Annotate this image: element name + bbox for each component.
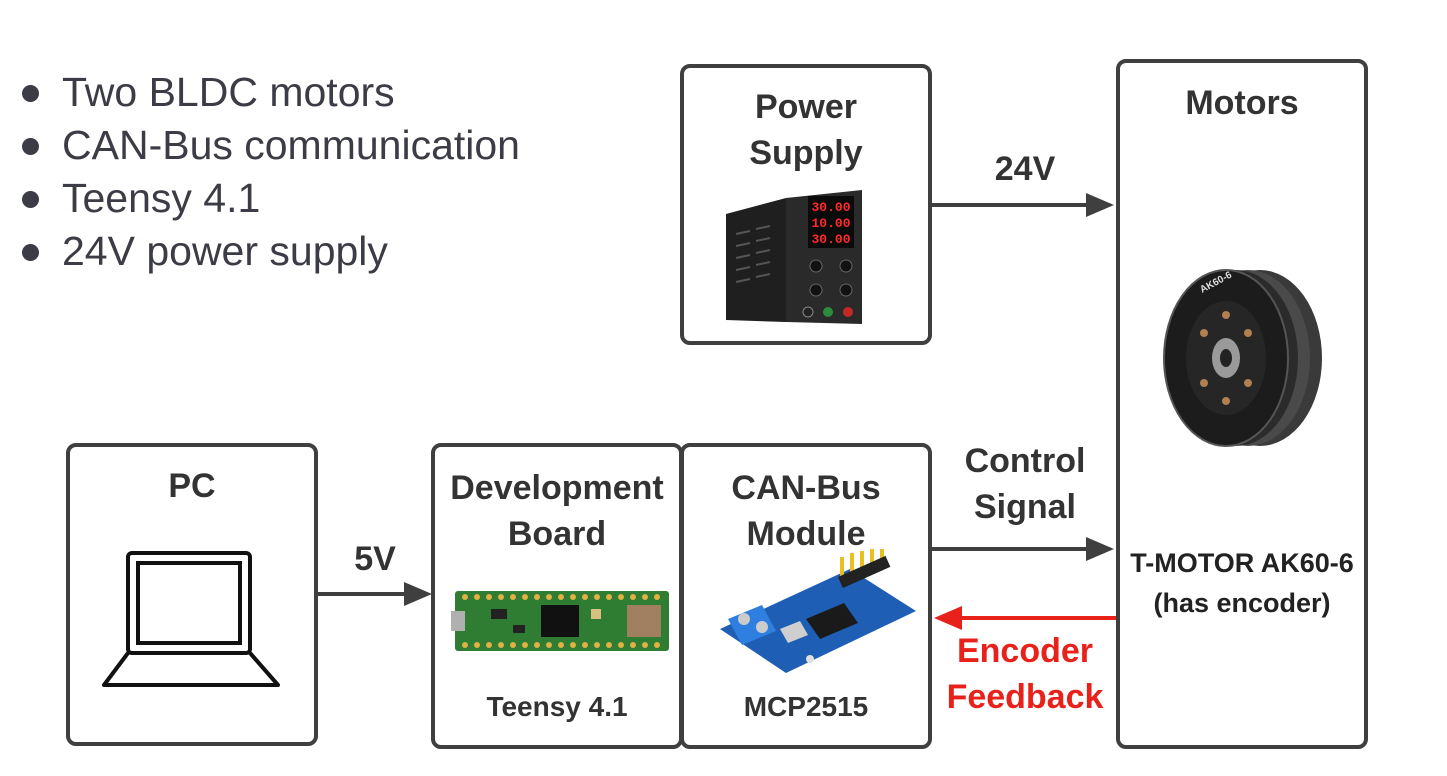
svg-text:30.00: 30.00: [811, 200, 850, 215]
bullet-dot: [22, 85, 39, 102]
dev-board-caption: Teensy 4.1: [486, 691, 628, 722]
label-5v: 5V: [354, 540, 396, 578]
motors-box: Motors AK60-6 T-MOTOR AK60-6 (has encode…: [1116, 59, 1368, 749]
motor-model-caption: T-MOTOR AK60-6 (has encoder): [1130, 548, 1354, 618]
dev-board-title: Development Board: [450, 469, 664, 553]
feature-text: Two BLDC motors: [62, 69, 395, 115]
feature-list: Two BLDC motors CAN-Bus communication Te…: [18, 66, 520, 278]
label-24v: 24V: [994, 150, 1056, 188]
label-control-signal: Control Signal: [964, 442, 1086, 526]
feature-item: CAN-Bus communication: [18, 119, 520, 172]
bullet-dot: [22, 244, 39, 261]
svg-text:30.00: 30.00: [811, 232, 850, 247]
can-bus-module-box: CAN-Bus Module MCP2515: [680, 443, 932, 749]
arrow-control-signal: [932, 537, 1114, 561]
power-supply-box: Power Supply 30.00 10.00 30.00: [680, 64, 932, 345]
motor-icon: AK60-6: [1163, 269, 1322, 447]
dev-board-box: Development Board Teensy 4.1: [431, 443, 683, 749]
arrow-5v: [318, 582, 432, 606]
feature-text: CAN-Bus communication: [62, 122, 520, 168]
laptop-icon: [102, 551, 280, 687]
feature-item: Teensy 4.1: [18, 172, 520, 225]
can-bus-module-title: CAN-Bus Module: [731, 469, 881, 553]
power-supply-title: Power Supply: [749, 88, 863, 172]
arrow-24v: [932, 193, 1114, 217]
teensy-board-icon: [451, 591, 669, 651]
motors-title: Motors: [1185, 84, 1299, 122]
bullet-dot: [22, 191, 39, 208]
label-encoder-feedback: Encoder Feedback: [946, 632, 1104, 716]
arrow-encoder-feedback: [934, 606, 1116, 630]
bullet-dot: [22, 138, 39, 155]
feature-text: 24V power supply: [62, 228, 388, 274]
power-supply-icon: 30.00 10.00 30.00: [726, 190, 862, 324]
svg-text:10.00: 10.00: [811, 216, 850, 231]
pc-box: PC: [66, 443, 318, 746]
can-bus-module-caption: MCP2515: [743, 691, 869, 722]
feature-item: 24V power supply: [18, 225, 520, 278]
feature-text: Teensy 4.1: [62, 175, 261, 221]
mcp2515-module-icon: [720, 549, 916, 673]
pc-title: PC: [168, 467, 216, 505]
feature-item: Two BLDC motors: [18, 66, 520, 119]
